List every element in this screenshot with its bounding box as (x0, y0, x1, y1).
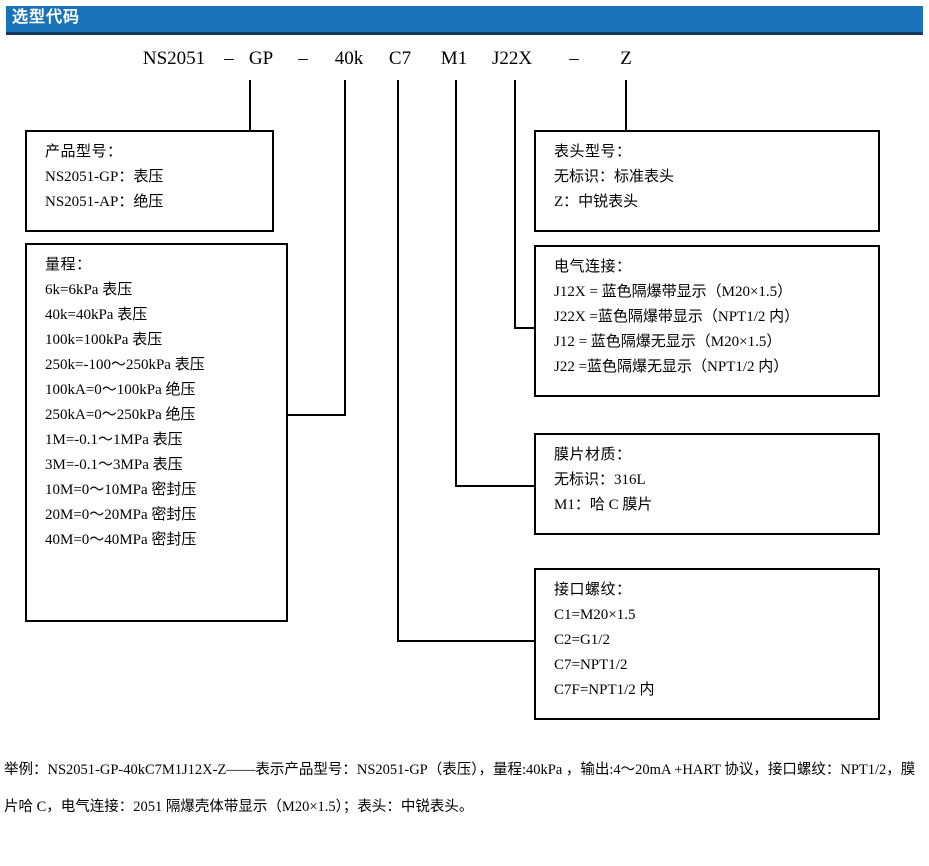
code-segment-range: 40k (334, 48, 364, 69)
code-segment-dash-1: – (224, 48, 234, 69)
box-range-line-11: 40M=0～40MPa 密封压 (45, 532, 197, 548)
box-interface-thread-line-1: C1=M20×1.5 (554, 607, 636, 623)
box-range-line-5: 100kA=0～100kPa 绝压 (45, 382, 196, 398)
box-range-line-8: 3M=-0.1～3MPa 表压 (45, 457, 183, 473)
header-underline (6, 32, 923, 35)
connector-thread-stub (397, 80, 399, 642)
connector-electrical-horizontal (514, 327, 536, 329)
box-range-line-1: 6k=6kPa 表压 (45, 282, 133, 298)
box-interface-thread-line-3: C7=NPT1/2 (554, 657, 628, 673)
code-segment-type: GP (248, 48, 274, 69)
box-diaphragm-material-line-2: M1：哈 C 膜片 (554, 497, 653, 513)
code-segment-diaphragm: M1 (440, 48, 468, 69)
box-electrical-connection: 电气连接： J12X = 蓝色隔爆带显示（M20×1.5） J22X =蓝色隔爆… (534, 245, 880, 397)
code-segment-head: Z (620, 48, 632, 69)
box-interface-thread-line-2: C2=G1/2 (554, 632, 610, 648)
box-electrical-connection-line-4: J22 =蓝色隔爆无显示（NPT1/2 内） (554, 359, 789, 375)
box-range-line-6: 250kA=0～250kPa 绝压 (45, 407, 196, 423)
box-product-model-title: 产品型号： (45, 144, 123, 160)
example-note: 举例：NS2051-GP-40kC7M1J12X-Z——表示产品型号：NS205… (4, 762, 916, 815)
code-segment-model: NS2051 (142, 48, 206, 69)
box-range: 量程： 6k=6kPa 表压 40k=40kPa 表压 100k=100kPa … (25, 243, 288, 622)
box-product-model-line-1: NS2051-GP：表压 (45, 169, 164, 185)
connector-electrical-stub (514, 80, 516, 329)
box-product-model: 产品型号： NS2051-GP：表压 NS2051-AP：绝压 (25, 130, 274, 232)
section-header-bar (6, 6, 923, 32)
box-diaphragm-material-line-1: 无标识：316L (554, 472, 646, 488)
code-segment-dash-3: – (569, 48, 579, 69)
box-electrical-connection-line-1: J12X = 蓝色隔爆带显示（M20×1.5） (554, 284, 793, 300)
code-segment-dash-2: – (298, 48, 308, 69)
box-range-line-9: 10M=0～10MPa 密封压 (45, 482, 197, 498)
box-diaphragm-material: 膜片材质： 无标识：316L M1：哈 C 膜片 (534, 433, 880, 535)
box-electrical-connection-title: 电气连接： (554, 259, 632, 275)
box-range-line-4: 250k=-100～250kPa 表压 (45, 357, 205, 373)
connector-thread-horizontal (397, 640, 536, 642)
box-head-model-title: 表头型号： (554, 144, 632, 160)
connector-diaphragm-horizontal (455, 485, 536, 487)
page-title: 选型代码 (12, 9, 81, 26)
connector-range-join (288, 414, 290, 416)
box-range-line-10: 20M=0～20MPa 密封压 (45, 507, 197, 523)
code-segment-thread: C7 (388, 48, 412, 69)
connector-range-horizontal (288, 414, 346, 416)
box-head-model: 表头型号： 无标识：标准表头 Z：中锐表头 (534, 130, 880, 232)
connector-diaphragm-stub (455, 80, 457, 487)
box-range-line-3: 100k=100kPa 表压 (45, 332, 163, 348)
box-electrical-connection-line-2: J22X =蓝色隔爆带显示（NPT1/2 内） (554, 309, 800, 325)
box-interface-thread-title: 接口螺纹： (554, 582, 632, 598)
box-interface-thread: 接口螺纹： C1=M20×1.5 C2=G1/2 C7=NPT1/2 C7F=N… (534, 568, 880, 720)
box-interface-thread-line-4: C7F=NPT1/2 内 (554, 682, 655, 698)
box-electrical-connection-line-3: J12 = 蓝色隔爆无显示（M20×1.5） (554, 334, 782, 350)
box-diaphragm-material-title: 膜片材质： (554, 447, 632, 463)
box-range-line-7: 1M=-0.1～1MPa 表压 (45, 432, 183, 448)
connector-type-stub (249, 80, 251, 130)
box-head-model-line-1: 无标识：标准表头 (554, 169, 675, 185)
connector-head-stub (625, 80, 627, 130)
code-segment-electrical: J22X (491, 48, 533, 69)
connector-range-stub (344, 80, 346, 416)
box-head-model-line-2: Z：中锐表头 (554, 194, 639, 210)
box-range-title: 量程： (45, 257, 92, 273)
box-range-line-2: 40k=40kPa 表压 (45, 307, 148, 323)
box-product-model-line-2: NS2051-AP：绝压 (45, 194, 164, 210)
